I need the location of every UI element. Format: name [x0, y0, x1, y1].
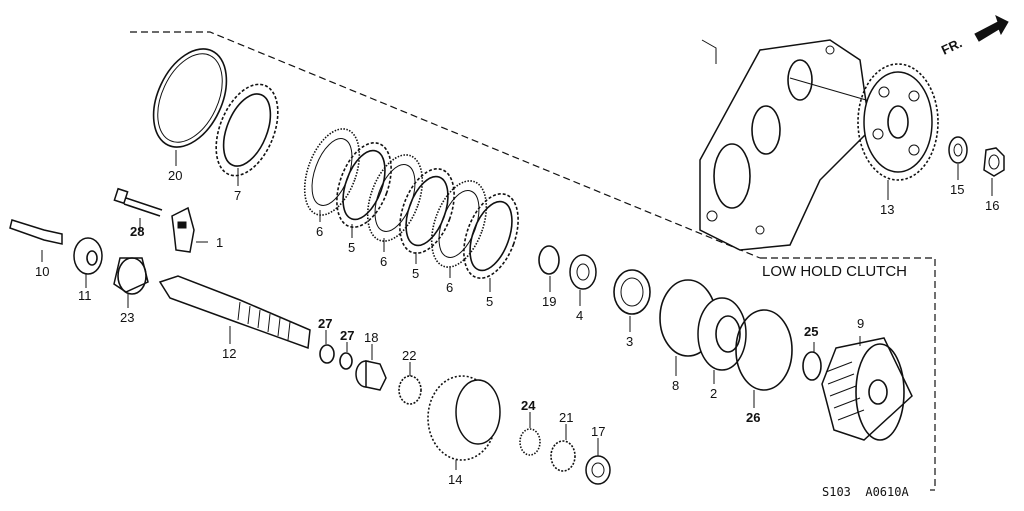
- part-pin-10: [9, 219, 63, 245]
- part-shaft-12: [158, 275, 311, 350]
- label-part-21: 21: [559, 410, 573, 425]
- label-part-27a: 27: [318, 316, 332, 331]
- part-spring-retainer-4: [569, 254, 597, 290]
- label-part-17: 17: [591, 424, 605, 439]
- part-clutch-disc-6c: [430, 180, 488, 268]
- label-part-4: 4: [576, 308, 583, 323]
- label-part-3: 3: [626, 334, 633, 349]
- label-part-13: 13: [880, 202, 894, 217]
- part-washer-15: [948, 136, 968, 164]
- part-gear-13: [857, 63, 939, 181]
- part-snap-ring-20: [152, 48, 228, 148]
- label-part-26: 26: [746, 410, 760, 425]
- label-part-6c: 6: [446, 280, 453, 295]
- front-direction-arrow-icon: [974, 15, 1009, 42]
- housing-centerline: [789, 77, 881, 105]
- part-clutch-drum-9: [821, 337, 913, 441]
- part-sleeve-18: [355, 360, 387, 391]
- part-o-ring-26: [735, 309, 793, 391]
- label-part-7: 7: [234, 188, 241, 203]
- label-part-10: 10: [35, 264, 49, 279]
- part-clutch-plate-5b: [399, 168, 455, 254]
- label-part-14: 14: [448, 472, 462, 487]
- label-part-18: 18: [364, 330, 378, 345]
- label-part-22: 22: [402, 348, 416, 363]
- label-part-25: 25: [804, 324, 818, 339]
- label-part-1: 1: [216, 235, 223, 250]
- figure-code: S103 A0610A: [822, 485, 909, 499]
- part-clutch-disc-6a: [303, 128, 361, 216]
- direction-label: FR.: [939, 35, 964, 57]
- label-part-19: 19: [542, 294, 556, 309]
- label-part-27b: 27: [340, 328, 354, 343]
- part-clutch-plate-5c: [463, 193, 519, 279]
- part-bolt-28: [113, 187, 163, 217]
- part-bearing-22: [398, 375, 422, 405]
- part-clutch-plate-5a: [336, 142, 392, 228]
- part-washer-27b: [339, 352, 353, 370]
- part-snap-ring-19: [538, 245, 560, 275]
- label-part-20: 20: [168, 168, 182, 183]
- part-needle-bearing-24: [519, 428, 541, 456]
- part-clutch-disc-6b: [366, 154, 424, 242]
- part-washer-27a: [319, 344, 335, 364]
- label-part-11: 11: [78, 288, 92, 303]
- part-piston-2: [697, 297, 747, 371]
- section-border: [130, 31, 936, 491]
- part-bracket-1: [171, 206, 195, 253]
- label-part-15: 15: [950, 182, 964, 197]
- label-part-5c: 5: [486, 294, 493, 309]
- part-bearing-21: [550, 440, 576, 472]
- housing-leader-line: [701, 39, 717, 64]
- label-part-16: 16: [985, 198, 999, 213]
- part-return-spring-3: [613, 269, 651, 315]
- part-housing-cover: [699, 39, 871, 251]
- label-part-23: 23: [120, 310, 134, 325]
- label-part-9: 9: [857, 316, 864, 331]
- part-nut-16: [983, 147, 1005, 177]
- label-part-5b: 5: [412, 266, 419, 281]
- label-part-8: 8: [672, 378, 679, 393]
- label-part-12: 12: [222, 346, 236, 361]
- part-needle-bearing-23: [113, 257, 149, 295]
- label-part-6b: 6: [380, 254, 387, 269]
- label-part-28: 28: [130, 224, 144, 239]
- label-part-24: 24: [521, 398, 536, 413]
- part-end-plate-7: [215, 83, 279, 177]
- label-part-6a: 6: [316, 224, 323, 239]
- part-washer-17: [585, 455, 611, 485]
- label-part-2: 2: [710, 386, 717, 401]
- part-o-ring-25: [802, 351, 822, 381]
- leader-lines: [41, 150, 993, 470]
- section-title: LOW HOLD CLUTCH: [762, 263, 907, 280]
- label-part-5a: 5: [348, 240, 355, 255]
- part-collar-11: [73, 237, 103, 275]
- part-gear-14: [427, 375, 501, 461]
